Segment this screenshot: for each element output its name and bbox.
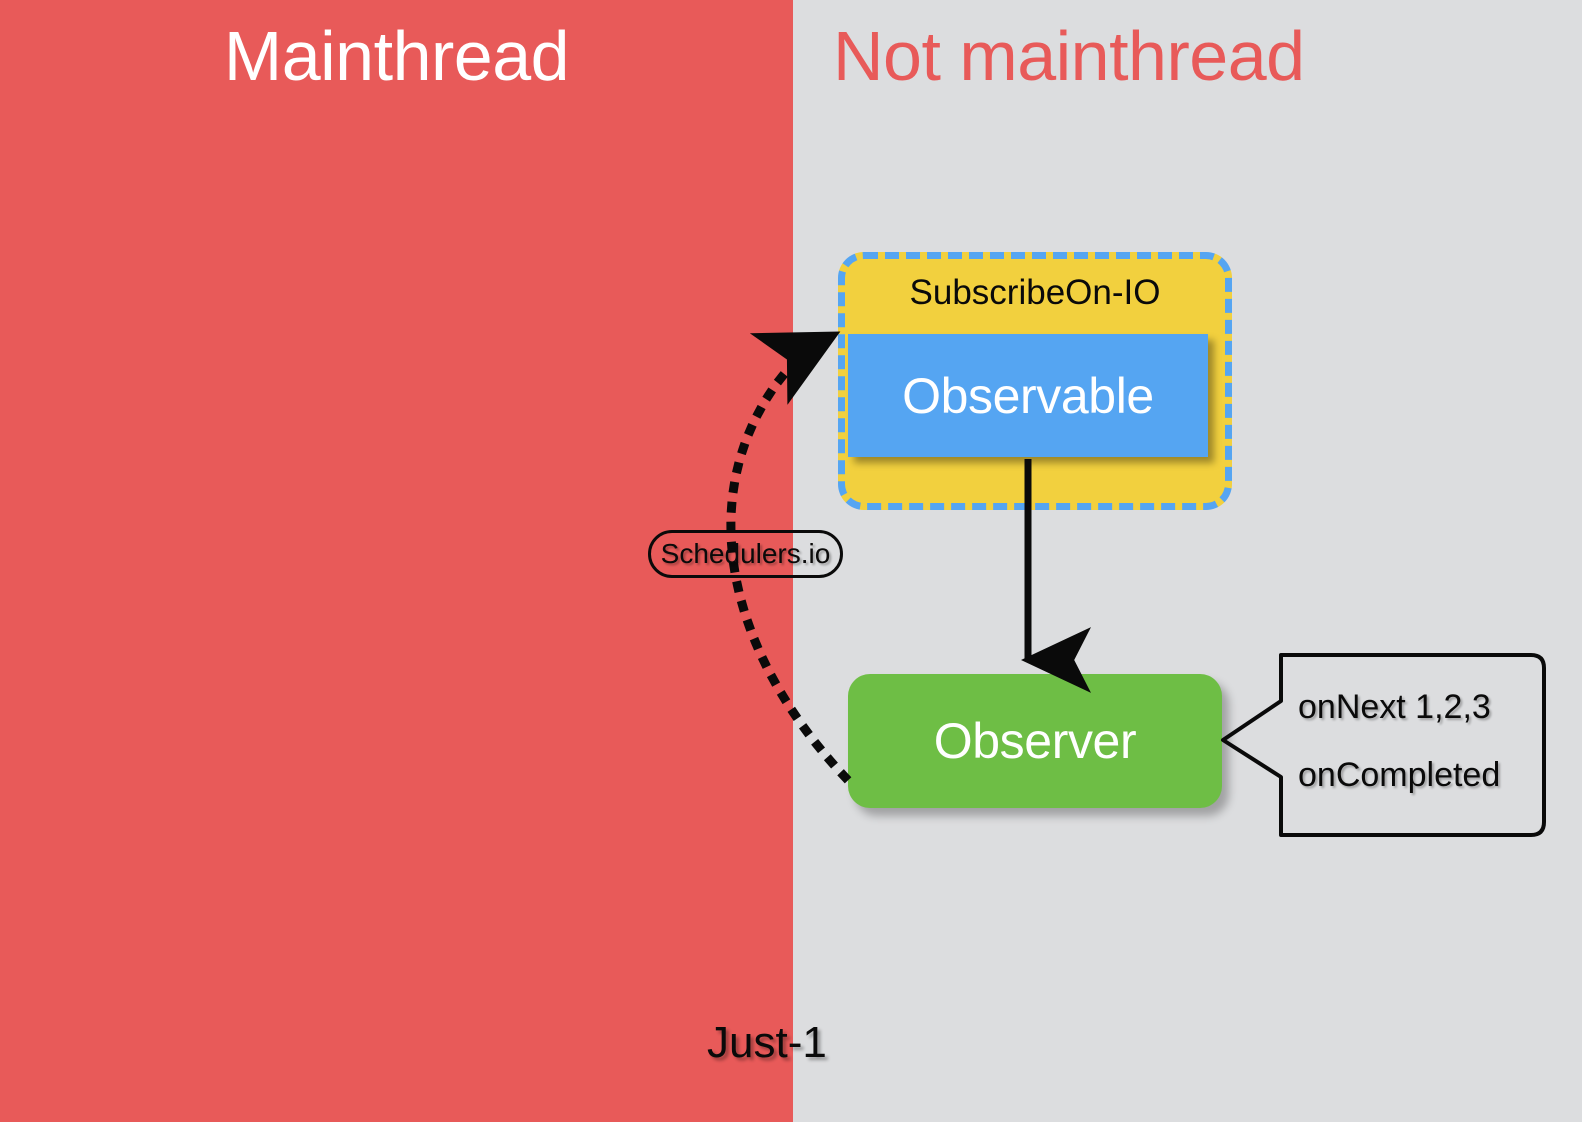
callout-text-group: onNext 1,2,3 onCompleted xyxy=(1290,673,1540,809)
mainthread-title: Mainthread xyxy=(223,17,570,95)
schedulers-io-label: Schedulers.io xyxy=(660,538,831,569)
callout-line-onnext: onNext 1,2,3 xyxy=(1298,687,1491,726)
schedulers-io-pill: Schedulers.io xyxy=(648,530,843,578)
callout-bubble: onNext 1,2,3 onCompleted xyxy=(1220,643,1550,839)
not-mainthread-title: Not mainthread xyxy=(833,17,1305,95)
callout-line-oncompleted: onCompleted xyxy=(1298,755,1501,794)
observer-box: Observer xyxy=(848,674,1222,808)
observable-label: Observable xyxy=(902,367,1154,424)
callout-bubble-shape xyxy=(1221,653,1546,837)
subscribe-on-io-label: SubscribeOn-IO xyxy=(909,273,1161,312)
diagram-caption: Just-1 xyxy=(707,1018,827,1067)
observable-box: Observable xyxy=(848,334,1208,457)
observer-label: Observer xyxy=(933,713,1137,769)
not-mainthread-region xyxy=(793,0,1582,1122)
